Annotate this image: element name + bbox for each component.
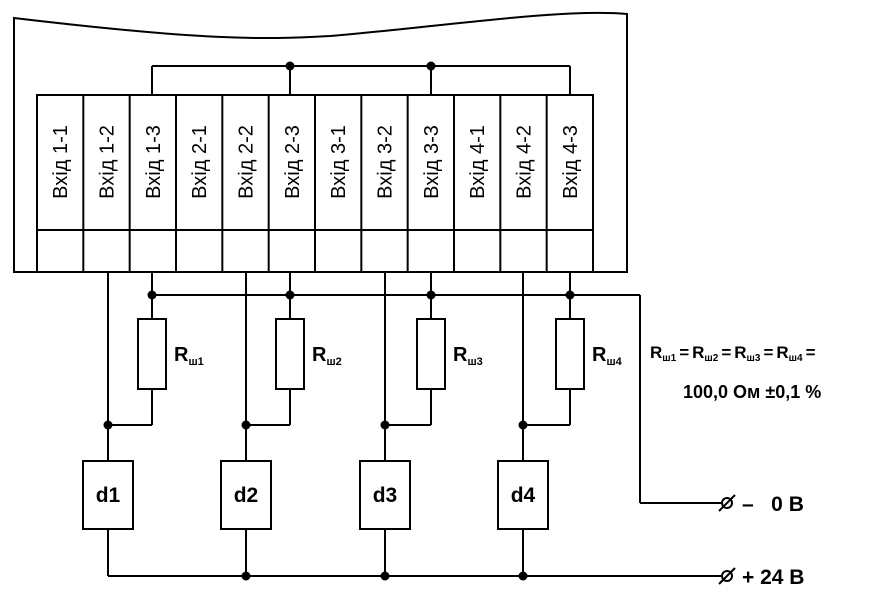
terminal-label: Вхід 1-3: [143, 125, 165, 199]
junction: [103, 420, 113, 430]
junction: [147, 290, 157, 300]
terminal-dividers: [82, 95, 548, 272]
terminal-label: Вхід 3-3: [421, 125, 443, 199]
junction: [380, 420, 390, 430]
channel-2: Rш2 d2: [220, 272, 342, 581]
junction: [518, 420, 528, 430]
device-housing: [13, 11, 628, 273]
minus-terminal: – 0 В: [718, 493, 804, 516]
terminal-label: Вхід 4-2: [514, 125, 536, 199]
terminal-label: Вхід 3-1: [328, 125, 350, 199]
terminal-label: Вхід 2-2: [236, 125, 258, 199]
top-bus: [151, 61, 571, 95]
resistance-equation: Rш1=Rш2=Rш3=Rш4= 100,0 Ом ±0,1 %: [650, 343, 821, 402]
terminal-label: Вхід 2-3: [282, 125, 304, 199]
junction: [565, 290, 575, 300]
channel-1: Rш1 d1: [82, 272, 204, 576]
shunt-resistor-3: [416, 318, 446, 390]
channel-3: Rш3 d3: [359, 272, 483, 581]
resistor-label: Rш2: [312, 344, 342, 368]
junction: [426, 290, 436, 300]
resistor-label: Rш3: [453, 344, 483, 368]
zero-volt-bus: [152, 294, 722, 504]
resistor-label: Rш1: [174, 344, 204, 368]
terminal-label: Вхід 2-1: [189, 125, 211, 199]
sensor-label: d4: [511, 484, 536, 507]
junction: [285, 290, 295, 300]
sensor-4: [497, 460, 549, 530]
sensor-label: d3: [373, 484, 398, 507]
equation-value: 100,0 Ом ±0,1 %: [683, 382, 821, 402]
terminal-label: Вхід 4-1: [467, 125, 489, 199]
shunt-resistor-1: [137, 318, 167, 390]
shunt-resistor-4: [555, 318, 585, 390]
sensor-label: d1: [96, 484, 121, 507]
sensor-1: [82, 460, 134, 530]
terminal-label: Вхід 4-3: [560, 125, 582, 199]
junction: [380, 571, 390, 581]
junction: [518, 571, 528, 581]
terminal-label: Вхід 1-1: [50, 125, 72, 199]
terminal-label: Вхід 1-2: [97, 125, 119, 199]
sensor-label: d2: [234, 484, 259, 507]
resistor-label: Rш4: [592, 344, 623, 368]
minus-label: – 0 В: [742, 493, 804, 516]
junction: [241, 420, 251, 430]
plus-label: + 24 В: [742, 566, 804, 589]
junction: [241, 571, 251, 581]
shunt-resistor-2: [275, 318, 305, 390]
terminal-labels: Вхід 1-1 Вхід 1-2 Вхід 1-3 Вхід 2-1 Вхід 2-2…: [50, 125, 582, 199]
terminal-label: Вхід 3-2: [375, 125, 397, 199]
equation-line: Rш1=Rш2=Rш3=Rш4=: [650, 343, 816, 364]
channels: Rш1 d1 Rш2 d2 Rш3 d3 Rш4 d4: [82, 272, 623, 581]
channel-4: Rш4 d4: [497, 272, 623, 581]
plus-terminal: + 24 В: [718, 566, 804, 589]
sensor-3: [359, 460, 411, 530]
